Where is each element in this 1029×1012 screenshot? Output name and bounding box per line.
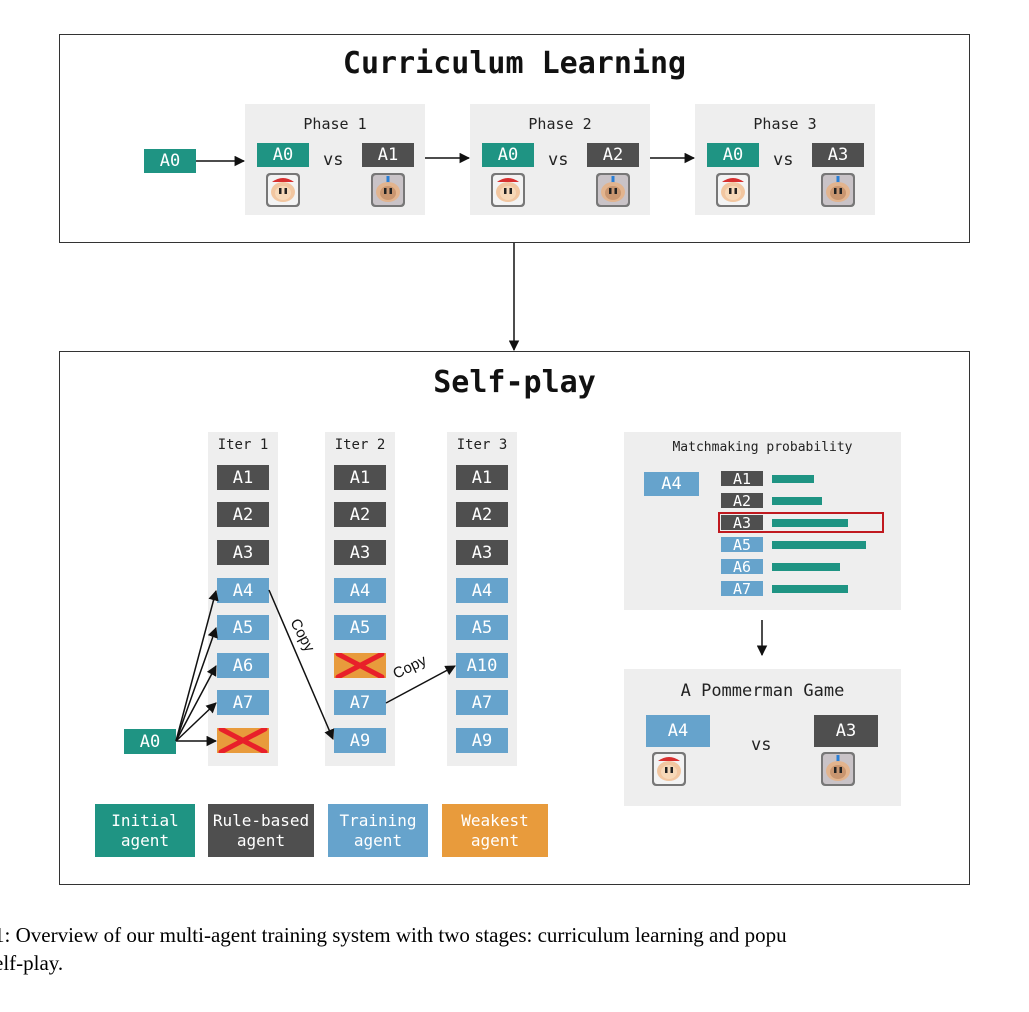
iter-2-weakest-agent	[334, 653, 386, 678]
legend-weakest-agent: Weakest agent	[442, 804, 548, 857]
iter-3-agent: A3	[456, 540, 508, 565]
bomberman-white-icon	[652, 752, 686, 786]
phase-3-left-agent: A0	[707, 143, 759, 167]
iter-2-agent: A5	[334, 615, 386, 640]
iter-1-agent: A1	[217, 465, 269, 490]
phase-2-left-agent: A0	[482, 143, 534, 167]
iter-1-agent: A5	[217, 615, 269, 640]
selfplay-title: Self-play	[433, 365, 596, 400]
iter-3-agent: A5	[456, 615, 508, 640]
matchmaking-opponent: A2	[721, 492, 763, 510]
iter-3-label: Iter 3	[456, 437, 508, 453]
arrow	[175, 665, 217, 742]
matchmaking-title: Matchmaking probability	[672, 440, 853, 455]
copy-label-2: Copy	[390, 652, 429, 683]
iter-3-agent: A10	[456, 653, 508, 678]
iter-1-agent: A3	[217, 540, 269, 565]
bomberman-blue-icon	[821, 752, 855, 786]
iter-3-agent: A2	[456, 502, 508, 527]
matchmaking-bar	[772, 585, 848, 593]
matchmaking-opponent: A7	[721, 580, 763, 598]
phase-3-label: Phase 3	[753, 115, 817, 133]
figure-caption: 1: Overview of our multi-agent training …	[0, 921, 1029, 977]
phase-1-label: Phase 1	[303, 115, 367, 133]
legend-initial-agent: Initial agent	[95, 804, 195, 857]
phase-3-right-agent: A3	[812, 143, 864, 167]
copy-arrow	[268, 589, 335, 740]
iter-3-agent: A1	[456, 465, 508, 490]
matchmaking-agent: A4	[644, 472, 699, 496]
game-title: A Pommerman Game	[680, 681, 845, 701]
iter-1-weakest-agent	[217, 728, 269, 753]
arrow	[175, 589, 219, 742]
phase-1-right-agent: A1	[362, 143, 414, 167]
phase-1-vs: vs	[323, 150, 344, 170]
matchmaking-bar	[772, 497, 822, 505]
phase-2-right-agent: A2	[587, 143, 639, 167]
arrow	[175, 627, 218, 742]
matchmaking-opponent: A6	[721, 558, 763, 576]
removed-cross-icon	[218, 728, 268, 753]
iter-2-agent: A4	[334, 578, 386, 603]
iter-2-label: Iter 2	[334, 437, 386, 453]
bomberman-blue-icon	[821, 173, 855, 207]
bomberman-white-icon	[266, 173, 300, 207]
iter-3-agent: A7	[456, 690, 508, 715]
iter-2-agent: A2	[334, 502, 386, 527]
iter-1-agent: A6	[217, 653, 269, 678]
iter-1-agent: A4	[217, 578, 269, 603]
bomberman-blue-icon	[371, 173, 405, 207]
selected-opponent-highlight	[718, 512, 884, 533]
iter-2-agent: A9	[334, 728, 386, 753]
matchmaking-opponent: A3	[721, 514, 763, 532]
arrow	[175, 702, 217, 742]
removed-cross-icon	[335, 653, 385, 678]
matchmaking-opponent: A1	[721, 470, 763, 488]
iter-3-agent: A4	[456, 578, 508, 603]
iter-2-agent: A3	[334, 540, 386, 565]
phase-1-left-agent: A0	[257, 143, 309, 167]
matchmaking-bar	[772, 519, 848, 527]
caption-line-2: elf-play.	[0, 951, 64, 975]
legend-training-agent: Training agent	[328, 804, 428, 857]
game-right-agent: A3	[814, 715, 878, 747]
phase-2-vs: vs	[548, 150, 569, 170]
phase-3-vs: vs	[773, 150, 794, 170]
bomberman-white-icon	[491, 173, 525, 207]
bomberman-blue-icon	[596, 173, 630, 207]
phase-2-label: Phase 2	[528, 115, 592, 133]
matchmaking-bar	[772, 563, 840, 571]
curriculum-title: Curriculum Learning	[342, 46, 687, 81]
iter-1-label: Iter 1	[217, 437, 269, 453]
iter-2-agent: A1	[334, 465, 386, 490]
iter-1-agent: A7	[217, 690, 269, 715]
game-vs: vs	[751, 735, 772, 755]
iter-1-agent: A2	[217, 502, 269, 527]
legend-rule-based-agent: Rule-based agent	[208, 804, 314, 857]
matchmaking-bar	[772, 475, 814, 483]
copy-label-1: Copy	[286, 616, 318, 655]
matchmaking-bar	[772, 541, 866, 549]
bomberman-white-icon	[716, 173, 750, 207]
caption-line-1: 1: Overview of our multi-agent training …	[0, 923, 787, 947]
selfplay-start-agent: A0	[124, 729, 176, 754]
game-left-agent: A4	[646, 715, 710, 747]
matchmaking-opponent: A5	[721, 536, 763, 554]
iter-2-agent: A7	[334, 690, 386, 715]
iter-3-agent: A9	[456, 728, 508, 753]
copy-arrow	[385, 665, 456, 704]
curriculum-start-agent: A0	[144, 149, 196, 173]
